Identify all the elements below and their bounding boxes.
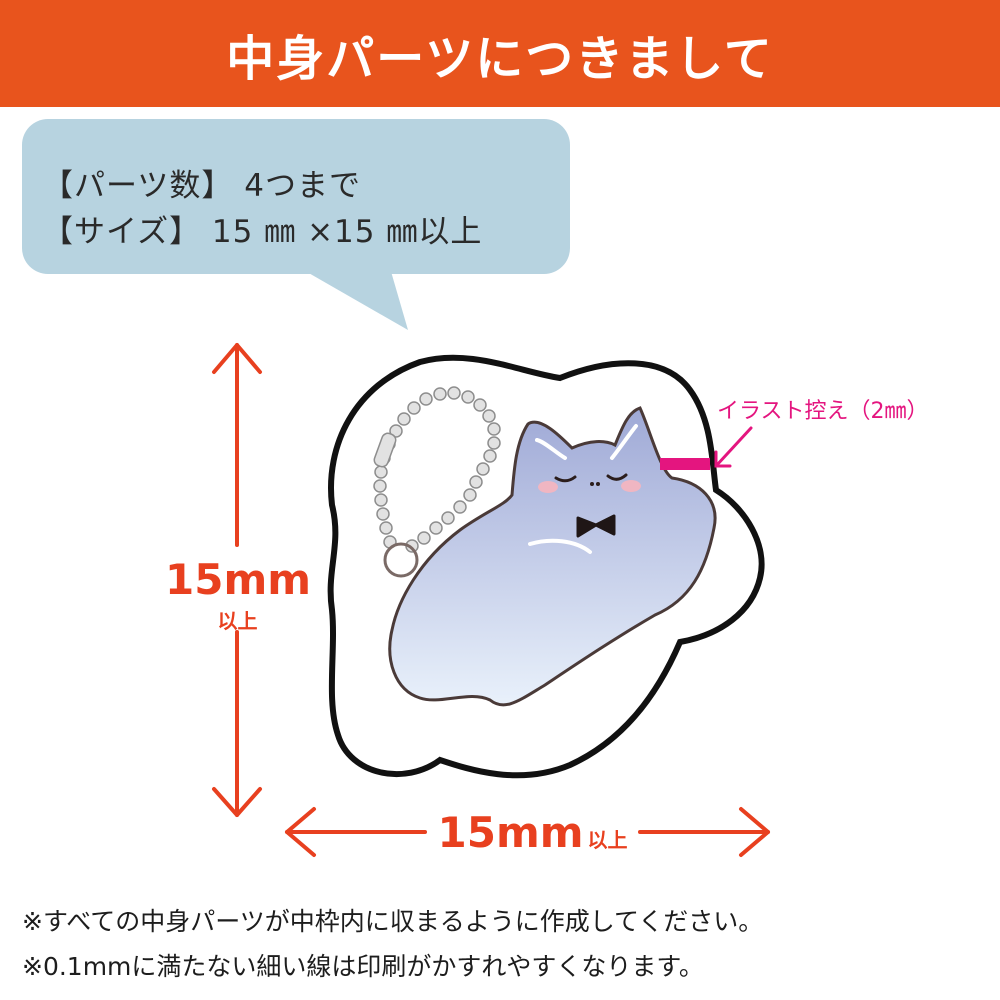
cat-nose	[590, 482, 594, 486]
note-thin-lines: ※0.1mmに満たない細い線は印刷がかすれやすくなります。	[22, 952, 704, 981]
ball-chain-icon	[373, 386, 501, 578]
cat-eye-right	[606, 473, 628, 481]
horizontal-dimension-value: 15mm	[437, 808, 584, 857]
cat-paw-line	[528, 538, 592, 554]
cat-eye-left	[554, 475, 577, 483]
vertical-dimension-value: 15mm	[165, 555, 311, 604]
horizontal-dimension-arrow	[285, 807, 770, 857]
cat-cheek-left	[538, 481, 558, 493]
info-bubble	[22, 119, 570, 274]
margin-indicator	[660, 458, 710, 470]
size-requirement-text: 【サイズ】 15 ㎜ ×15 ㎜以上	[42, 214, 483, 250]
header-bar: 中身パーツにつきまして	[0, 0, 1000, 107]
bubble-tail	[300, 268, 408, 330]
parts-count-text: 【パーツ数】 4つまで	[42, 168, 361, 204]
vertical-dimension-suffix: 以上	[217, 609, 258, 633]
cat-cheek-right	[621, 480, 641, 492]
illustration-margin-label: イラスト控え（2㎜）	[717, 399, 929, 424]
horizontal-dimension-suffix: 以上	[587, 828, 628, 852]
page-title: 中身パーツにつきまして	[226, 30, 774, 87]
bow-tie-icon	[576, 514, 616, 538]
cat-ear-highlight	[535, 424, 638, 460]
note-fit-inside-frame: ※すべての中身パーツが中枠内に収まるように作成してください。	[22, 907, 764, 936]
horizontal-dimension-label: 15mm 以上	[430, 808, 635, 858]
vertical-dimension-arrow	[212, 343, 262, 817]
margin-pointer-arrow	[714, 426, 753, 468]
